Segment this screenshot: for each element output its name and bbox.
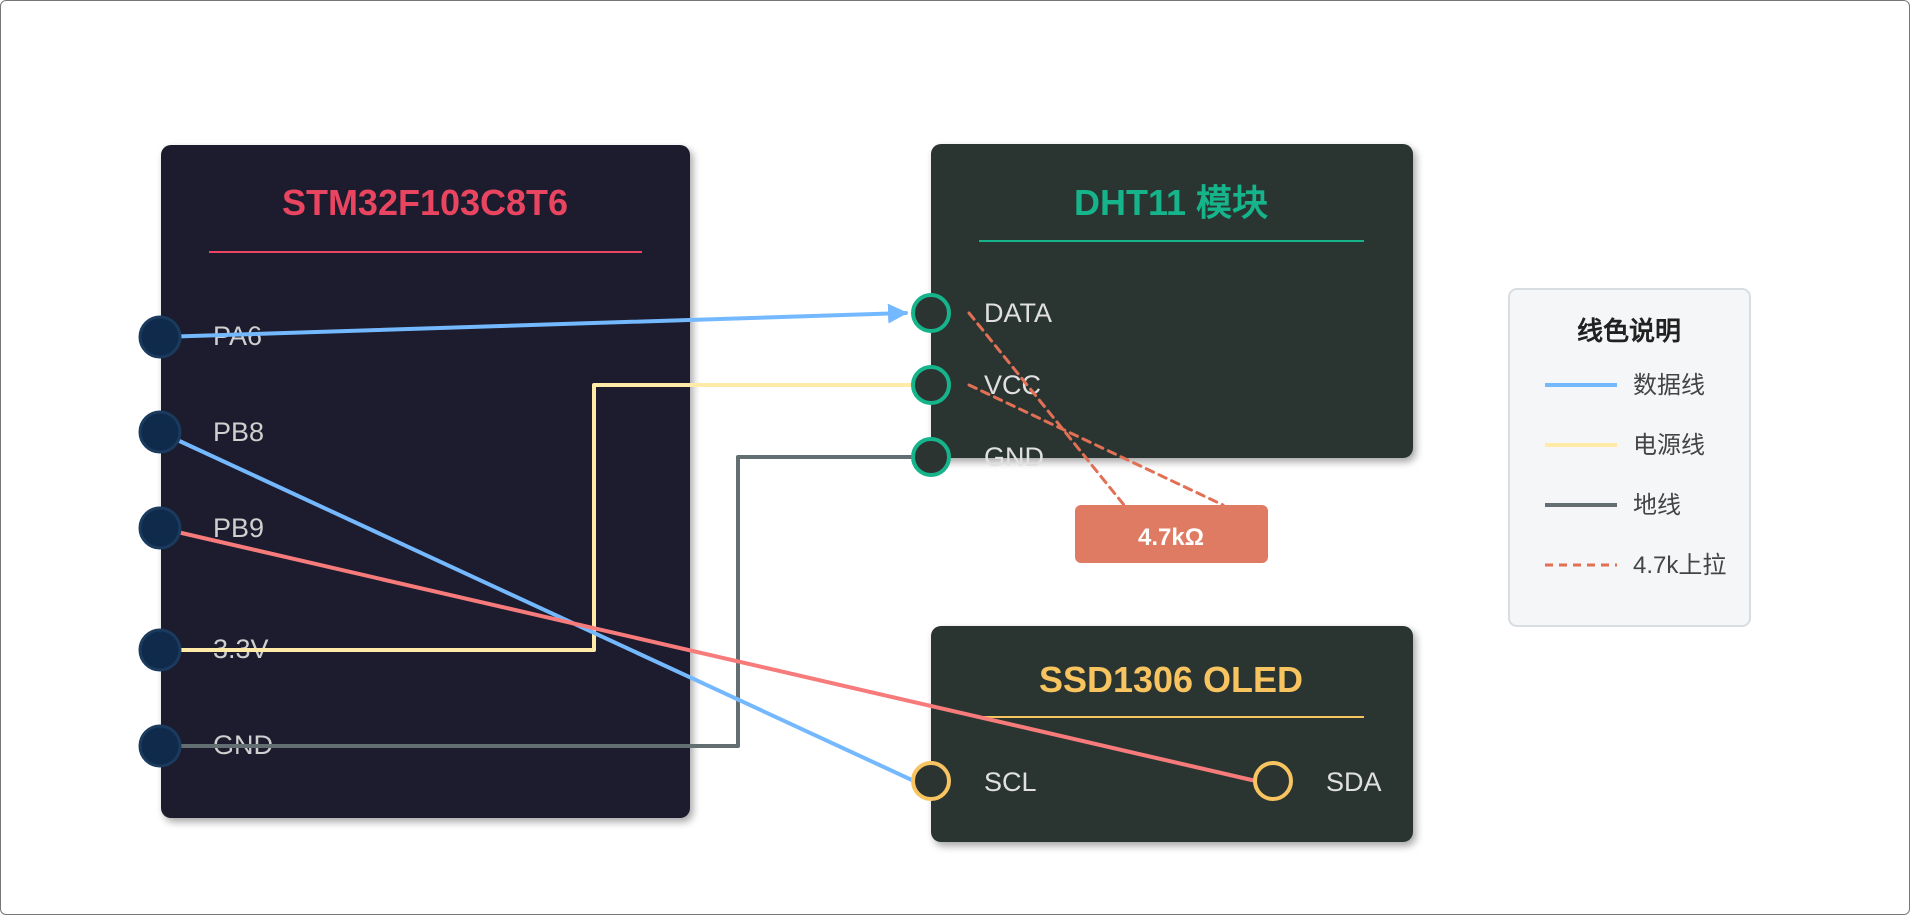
pins [138,293,1293,801]
pullup-wire-data [967,311,1126,507]
wires [158,303,1258,783]
dht11-pin-label-gnd: GND [984,442,1044,472]
pin-pb9[interactable] [138,506,182,550]
pin-dht11-vcc[interactable] [911,365,951,405]
wire-pb8-to-scl [158,430,916,783]
legend: 线色说明 数据线 电源线 地线 4.7k上拉 [1508,288,1751,627]
pin-3v3[interactable] [138,628,182,672]
pin-oled-scl[interactable] [911,761,951,801]
pin-dht11-gnd[interactable] [911,437,951,477]
pin-pb8[interactable] [138,410,182,454]
pin-mcu-gnd[interactable] [138,724,182,768]
wire-pb9-to-sda [158,526,1258,783]
dht11-title: DHT11 模块 [1074,182,1268,223]
pin-oled-sda[interactable] [1253,761,1293,801]
dht11-pin-label-vcc: VCC [984,370,1041,400]
oled-module: SSD1306 OLED SCL SDA [931,626,1413,842]
pin-dht11-data[interactable] [911,293,951,333]
legend-label-ground: 地线 [1633,492,1681,519]
legend-label-power: 电源线 [1633,432,1705,459]
resistor-label: 4.7kΩ [1138,524,1204,551]
pullup-resistor: 4.7kΩ [1075,505,1268,563]
wire-gnd-to-gnd [158,455,916,748]
stm32-body [161,145,690,818]
stm32-module: STM32F103C8T6 PA6 PB8 PB9 3.3V GND [161,145,690,818]
pin-pa6[interactable] [138,315,182,359]
legend-box [1508,288,1751,627]
dht11-pin-label-data: DATA [984,298,1052,328]
oled-pin-label-sda: SDA [1326,767,1382,797]
stm32-pin-label-pb8: PB8 [213,417,264,447]
stm32-title: STM32F103C8T6 [282,182,568,223]
oled-title: SSD1306 OLED [1039,659,1303,700]
wire-pa6-to-data [158,303,908,339]
pullup-wire-vcc [967,383,1225,507]
legend-label-data: 数据线 [1633,372,1705,399]
legend-title: 线色说明 [1577,316,1681,346]
dht11-module: DHT11 模块 DATA VCC GND [931,144,1413,472]
oled-pin-label-scl: SCL [984,767,1037,797]
wire-3v3-to-vcc [158,383,916,652]
dht11-body [931,144,1413,458]
legend-label-pullup: 4.7k上拉 [1633,552,1726,579]
resistor-body [1075,505,1268,563]
oled-body [931,626,1413,842]
stm32-pin-label-pb9: PB9 [213,513,264,543]
